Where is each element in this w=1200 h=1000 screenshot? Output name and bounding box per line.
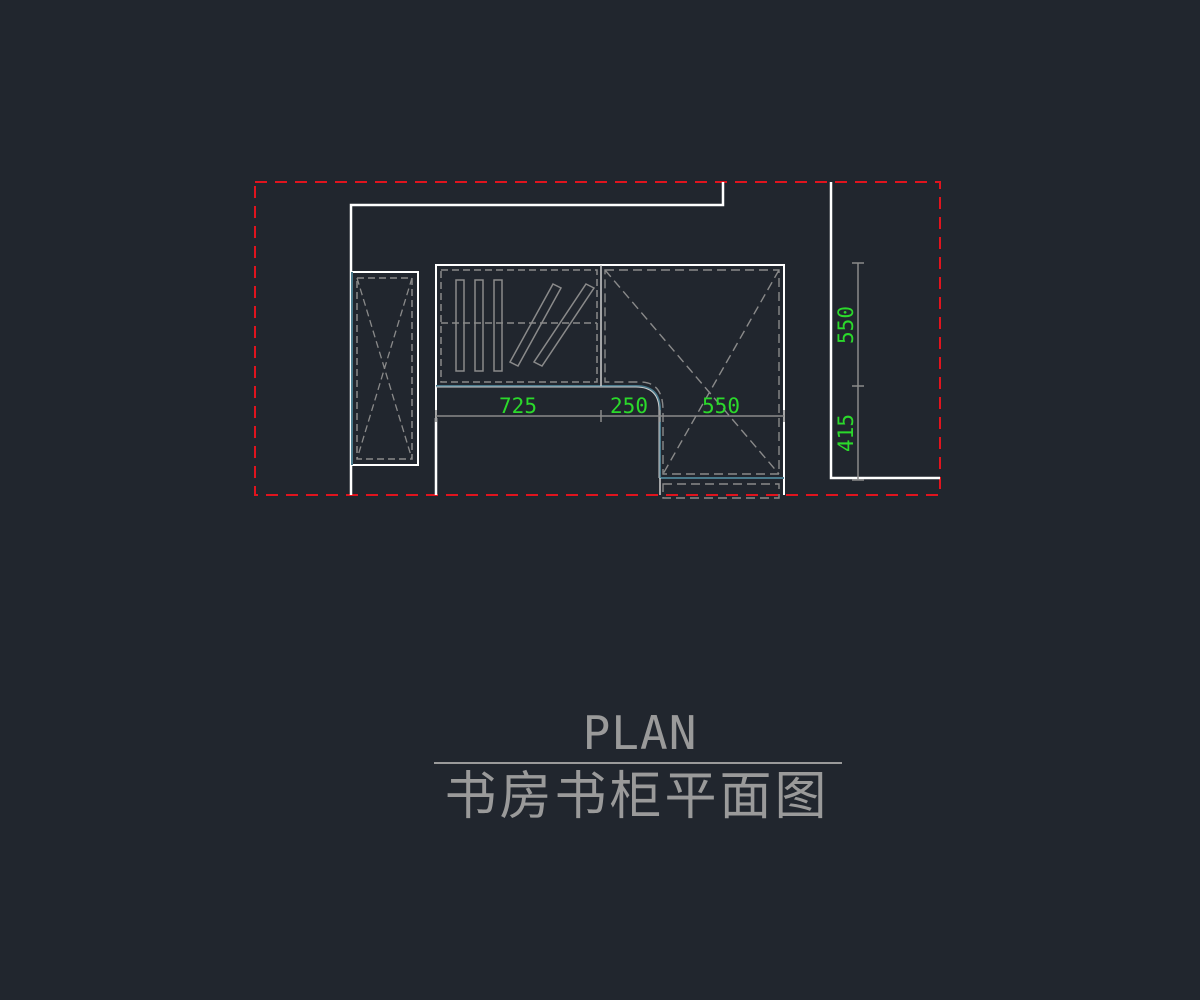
dim-label-550-v: 550 [834,306,858,344]
desk-inner-edge [436,385,784,479]
vertical-dimension-labels: 550 415 [834,306,858,452]
viewport-boundary [254,181,941,496]
cabinet-inner [604,269,780,475]
plan-title: PLAN [582,706,698,760]
bookshelf-hidden [440,269,598,383]
cabinet-cross-1 [604,269,780,475]
desk-bookcase [435,264,785,495]
lower-cabinet [662,483,780,499]
cabinet-cross-2 [662,269,780,475]
left-cabinet-inner [356,277,413,460]
vertical-dimension [852,262,864,481]
left-cabinet [350,271,419,466]
cabinet-hidden [604,269,780,499]
title-block: PLAN 书房书柜平面图 [432,700,842,830]
book-5 [532,283,596,367]
dim-label-550-h: 550 [702,394,740,418]
plan-subtitle: 书房书柜平面图 [444,767,830,827]
dim-label-725: 725 [499,394,537,418]
wall-right [829,182,940,480]
dim-label-415: 415 [834,414,858,452]
title-underline [434,762,842,764]
book-2 [474,279,484,372]
book-1 [455,279,465,372]
left-cabinet-cross-2 [356,277,413,460]
book-3 [493,279,503,372]
book-4 [508,283,563,367]
horizontal-dimension [435,410,785,422]
wall-left-top [349,182,725,495]
desk-inner-edge-white [436,386,660,478]
horizontal-dimension-labels: 725 250 550 [499,394,740,418]
desk-outline [435,264,785,495]
bookshelf-inner [440,269,598,383]
dim-label-250: 250 [610,394,648,418]
